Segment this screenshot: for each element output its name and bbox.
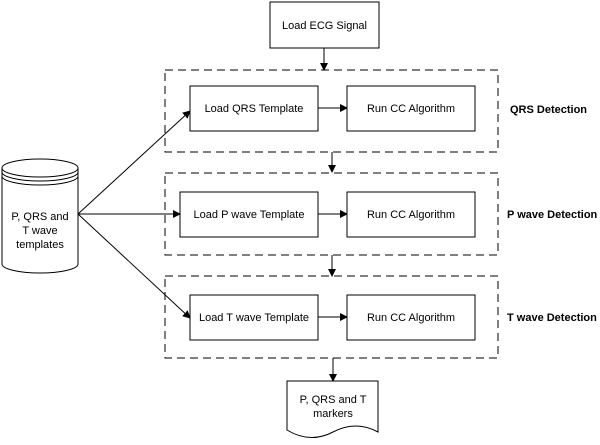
database-label-line-3: templates bbox=[16, 239, 64, 251]
markers-output-document: P, QRS and T markers bbox=[286, 380, 379, 438]
p-wave-detection-stage: Load P wave Template Run CC Algorithm P … bbox=[164, 172, 598, 256]
p-wave-detection-title: P wave Detection bbox=[507, 209, 598, 221]
t-wave-detection-stage: Load T wave Template Run CC Algorithm T … bbox=[164, 275, 597, 359]
load-qrs-template-label: Load QRS Template bbox=[205, 103, 304, 115]
p-wave-run-cc-box bbox=[346, 191, 476, 238]
load-qrs-template-box bbox=[189, 85, 319, 132]
qrs-run-cc-label: Run CC Algorithm bbox=[367, 103, 455, 115]
database-label-line-1: P, QRS and bbox=[11, 211, 68, 223]
cylinder-top bbox=[1, 158, 79, 178]
load-p-wave-template-label: Load P wave Template bbox=[194, 209, 305, 221]
load-ecg-signal-box: Load ECG Signal bbox=[269, 1, 380, 49]
load-ecg-signal-label: Load ECG Signal bbox=[282, 20, 367, 32]
t-wave-run-cc-label: Run CC Algorithm bbox=[367, 312, 455, 324]
qrs-detection-stage: Load QRS Template Run CC Algorithm QRS D… bbox=[164, 69, 587, 153]
cylinder-body bbox=[1, 168, 79, 274]
document-shape bbox=[286, 380, 379, 438]
t-wave-detection-title: T wave Detection bbox=[507, 312, 597, 324]
t-wave-run-cc-box bbox=[346, 294, 476, 341]
output-label-line-2: markers bbox=[313, 408, 353, 420]
load-t-wave-template-box bbox=[189, 294, 319, 341]
output-label-line-1: P, QRS and T bbox=[300, 394, 367, 406]
p-wave-run-cc-label: Run CC Algorithm bbox=[367, 209, 455, 221]
load-p-wave-template-box bbox=[179, 191, 319, 238]
load-t-wave-template-label: Load T wave Template bbox=[199, 312, 309, 324]
arrow-db-to-t-wave-template bbox=[77, 213, 191, 319]
database-label-line-2: T wave bbox=[22, 225, 57, 237]
templates-database-cylinder: P, QRS and T wave templates bbox=[1, 158, 79, 274]
qrs-run-cc-box bbox=[346, 85, 476, 132]
qrs-detection-title: QRS Detection bbox=[510, 104, 587, 116]
arrow-db-to-qrs-template bbox=[77, 110, 191, 215]
